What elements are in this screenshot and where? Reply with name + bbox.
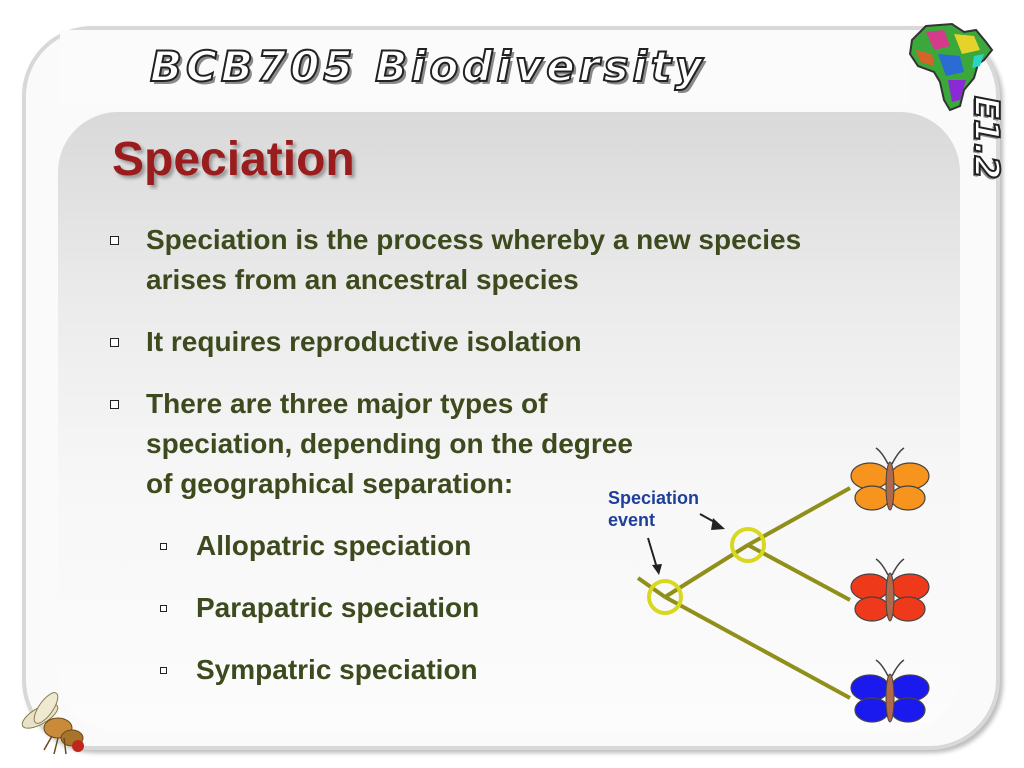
- bullet-isolation: It requires reproductive isolation: [108, 322, 868, 362]
- tree-top-branch: [747, 486, 851, 547]
- course-title: BCB705 Biodiversity: [149, 41, 707, 92]
- bullet-types: There are three major types of speciatio…: [108, 384, 666, 504]
- fruit-fly-icon: [21, 692, 84, 755]
- tree-lower-branch: [664, 595, 851, 700]
- content-panel: [58, 112, 960, 732]
- slide-title: Speciation: [112, 133, 355, 186]
- bullet-definition: Speciation is the process whereby a new …: [108, 220, 868, 300]
- speciation-tree-diagram: Speciation event: [608, 447, 930, 723]
- slide-code: E1.2: [965, 95, 1007, 180]
- speciation-event-label: Speciation: [608, 488, 699, 508]
- speciation-event-label-2: event: [608, 510, 655, 530]
- bullet-list: Speciation is the process whereby a new …: [108, 220, 868, 712]
- sub-bullet-allopatric: Allopatric speciation: [108, 526, 868, 566]
- speciation-event-circle-2: [730, 527, 766, 563]
- header-band: [60, 30, 910, 104]
- butterfly-blue-icon: [850, 659, 930, 723]
- butterfly-red-icon: [850, 558, 930, 622]
- speciation-event-circle-1: [647, 579, 683, 615]
- butterfly-orange-icon: [850, 447, 930, 511]
- label-arrow-1: [647, 537, 658, 569]
- sub-bullet-parapatric: Parapatric speciation: [108, 588, 868, 628]
- africa-map-logo-icon: [908, 22, 994, 112]
- sub-bullet-sympatric: Sympatric speciation: [108, 650, 868, 690]
- tree-middle-branch: [747, 543, 851, 602]
